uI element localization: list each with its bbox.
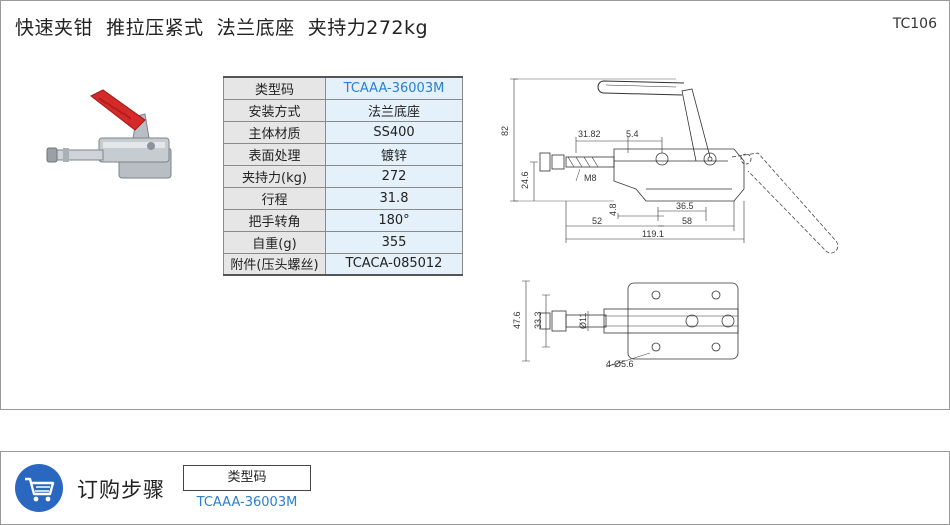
spec-label: 把手转角 bbox=[223, 208, 326, 232]
dim-hole-span: 33.3 bbox=[533, 311, 543, 329]
dim-a: 31.82 bbox=[578, 129, 601, 139]
dim-d: 36.5 bbox=[676, 201, 694, 211]
spec-label: 行程 bbox=[223, 186, 326, 210]
spec-label: 主体材质 bbox=[223, 120, 326, 144]
product-code: TC106 bbox=[892, 16, 937, 32]
spec-row: 行程 31.8 bbox=[223, 186, 463, 210]
dim-holes: 4-Ø5.6 bbox=[606, 359, 634, 369]
dim-height: 82 bbox=[500, 126, 510, 136]
spec-label: 自重(g) bbox=[223, 230, 326, 254]
spec-label: 表面处理 bbox=[223, 142, 326, 166]
dim-b: 5.4 bbox=[626, 129, 639, 139]
page-title: 快速夹钳 推拉压紧式 法兰底座 夹持力272kg bbox=[15, 17, 429, 39]
dim-width: 47.6 bbox=[512, 311, 522, 329]
product-panel: 快速夹钳 推拉压紧式 法兰底座 夹持力272kg TC106 类型码 TCAAA… bbox=[0, 0, 950, 410]
type-code-label: 类型码 bbox=[183, 465, 311, 491]
spec-label: 夹持力(kg) bbox=[223, 164, 326, 188]
spec-label: 安装方式 bbox=[223, 98, 326, 122]
spec-label: 附件(压头螺丝) bbox=[223, 252, 326, 276]
dim-rod: Ø11 bbox=[578, 313, 588, 329]
dim-e: 52 bbox=[592, 216, 602, 226]
type-code-value[interactable]: TCAAA-36003M bbox=[196, 495, 298, 510]
order-title: 订购步骤 bbox=[77, 478, 165, 502]
spec-row: 类型码 TCAAA-36003M bbox=[223, 76, 463, 100]
product-photo bbox=[46, 89, 172, 179]
spec-value: 180° bbox=[325, 208, 463, 232]
technical-drawing: 82 24.6 31.82 5.4 M8 4.8 36.5 52 58 119.… bbox=[500, 78, 839, 369]
spec-row: 自重(g) 355 bbox=[223, 230, 463, 254]
spec-value: 355 bbox=[325, 230, 463, 254]
spec-value: 272 bbox=[325, 164, 463, 188]
spec-value: 31.8 bbox=[325, 186, 463, 210]
spec-label: 类型码 bbox=[223, 76, 326, 100]
spec-row: 夹持力(kg) 272 bbox=[223, 164, 463, 188]
spec-value: 法兰底座 bbox=[325, 98, 463, 122]
dim-c: 4.8 bbox=[608, 203, 618, 216]
spec-table: 类型码 TCAAA-36003M 安装方式 法兰底座 主体材质 SS400 表面… bbox=[223, 76, 463, 276]
spec-value: 镀锌 bbox=[325, 142, 463, 166]
spec-row: 把手转角 180° bbox=[223, 208, 463, 232]
dim-thread: M8 bbox=[584, 173, 597, 183]
spec-value: TCACA-085012 bbox=[325, 252, 463, 276]
dim-base: 24.6 bbox=[520, 171, 530, 189]
spec-row: 主体材质 SS400 bbox=[223, 120, 463, 144]
spec-value[interactable]: TCAAA-36003M bbox=[325, 76, 463, 100]
order-panel: 订购步骤 类型码 TCAAA-36003M bbox=[0, 451, 950, 525]
spec-row: 附件(压头螺丝) TCACA-085012 bbox=[223, 252, 463, 276]
dim-f: 58 bbox=[682, 216, 692, 226]
spec-row: 表面处理 镀锌 bbox=[223, 142, 463, 166]
cart-icon bbox=[15, 464, 63, 512]
spec-value: SS400 bbox=[325, 120, 463, 144]
dim-total: 119.1 bbox=[642, 229, 664, 239]
spec-row: 安装方式 法兰底座 bbox=[223, 98, 463, 122]
